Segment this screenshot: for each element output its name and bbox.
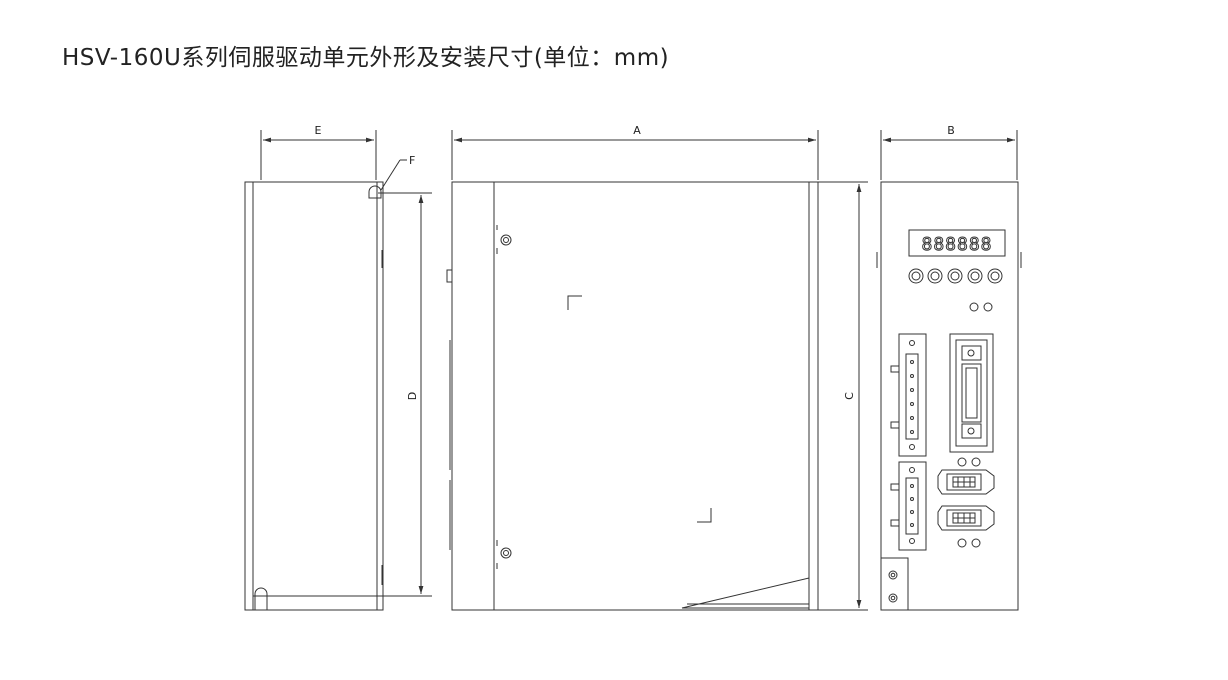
- side-view: [244, 159, 407, 611]
- panel-view: [876, 181, 1022, 611]
- dimension-c: [818, 181, 868, 611]
- dimension-e: [260, 130, 377, 180]
- indicator-icon: [971, 457, 981, 467]
- dim-label-b: B: [947, 124, 955, 137]
- dim-label-c: C: [843, 392, 856, 400]
- terminal-block-lower: [890, 461, 927, 551]
- dim-label-e: E: [315, 124, 322, 137]
- led-display: [908, 229, 1006, 257]
- command-connector: [949, 333, 994, 453]
- ground-screw-icon: [888, 570, 898, 580]
- indicator-icon: [957, 457, 967, 467]
- dim-label-d: D: [406, 392, 419, 400]
- key-button-icon: [908, 268, 924, 284]
- page-title: HSV-160U系列伺服驱动单元外形及安装尺寸(单位：mm): [62, 45, 670, 71]
- encoder-connector-2: [937, 505, 995, 531]
- key-row: [908, 268, 1003, 284]
- ground-screw-icon: [888, 593, 898, 603]
- led-digits: 888888: [921, 234, 992, 255]
- encoder-connector-1: [937, 469, 995, 495]
- dim-label-a: A: [633, 124, 641, 137]
- mounting-slot-icon: [254, 587, 268, 610]
- screw-icon: [500, 234, 512, 246]
- dim-label-f: F: [409, 154, 415, 167]
- key-button-icon: [967, 268, 983, 284]
- status-led-icon: [969, 302, 979, 312]
- key-button-icon: [927, 268, 943, 284]
- key-button-icon: [947, 268, 963, 284]
- indicator-icon: [957, 538, 967, 548]
- mounting-hole-icon: [368, 185, 382, 199]
- indicator-icon: [971, 538, 981, 548]
- terminal-block-upper: [890, 333, 927, 457]
- key-button-icon: [987, 268, 1003, 284]
- screw-icon: [500, 547, 512, 559]
- dimension-d: [268, 192, 432, 597]
- status-led-icon: [983, 302, 993, 312]
- front-view: [446, 181, 819, 611]
- dimension-b: [880, 130, 1018, 180]
- dimension-a: [451, 130, 819, 180]
